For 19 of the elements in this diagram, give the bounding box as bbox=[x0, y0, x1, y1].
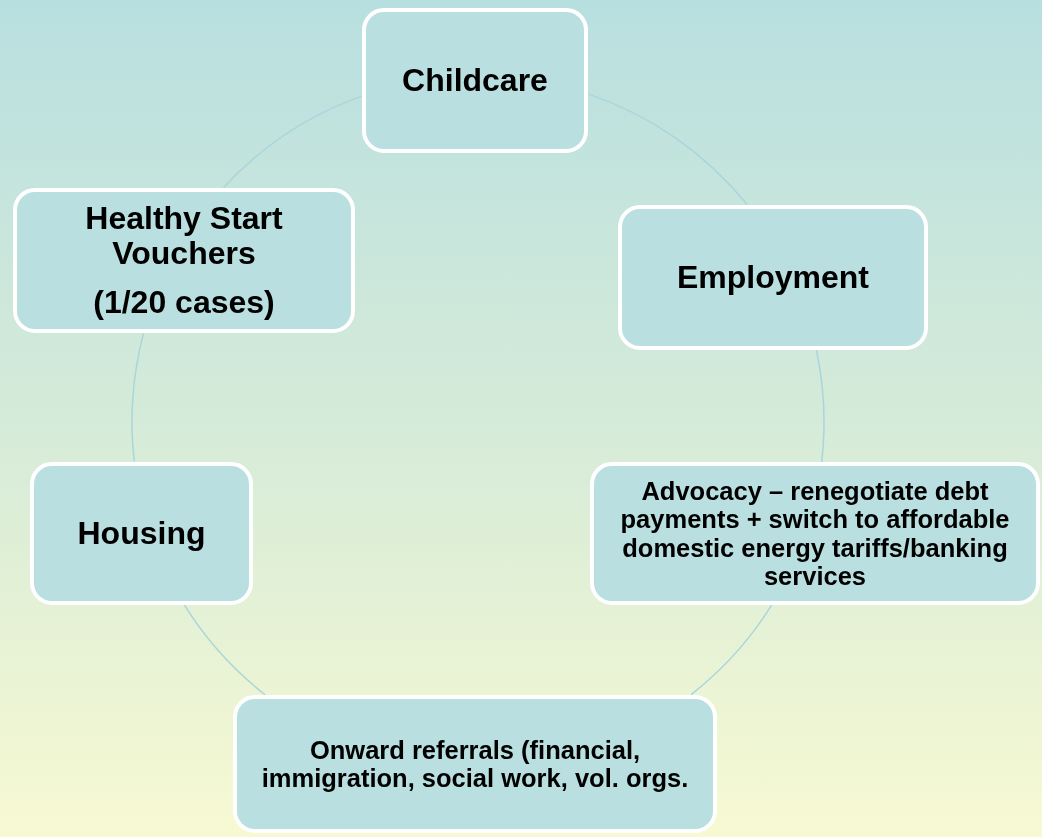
process-box bbox=[13, 188, 355, 333]
node-label: Housing bbox=[77, 515, 206, 552]
node-label: Healthy Start Vouchers bbox=[84, 200, 284, 272]
node-label: (1/20 cases) bbox=[93, 285, 275, 321]
process-box bbox=[618, 205, 928, 350]
connector-arc bbox=[690, 604, 773, 696]
node-label: Childcare bbox=[402, 62, 548, 99]
connector-arc bbox=[183, 604, 266, 696]
connector-arc bbox=[587, 93, 748, 206]
process-box bbox=[590, 462, 1040, 605]
connector-arc bbox=[222, 95, 363, 189]
connector-arc bbox=[131, 332, 145, 463]
node-label: Advocacy – renegotiate debt payments + switch to affordable domestic energy tariffs/banking services bbox=[619, 477, 1011, 590]
process-box bbox=[30, 462, 253, 605]
node-label: Onward referrals (financial, immigration, social work, vol. orgs. bbox=[260, 735, 690, 793]
connector-arc bbox=[815, 349, 825, 463]
process-box bbox=[233, 695, 717, 833]
process-box bbox=[362, 8, 588, 153]
node-label: Employment bbox=[677, 259, 869, 296]
